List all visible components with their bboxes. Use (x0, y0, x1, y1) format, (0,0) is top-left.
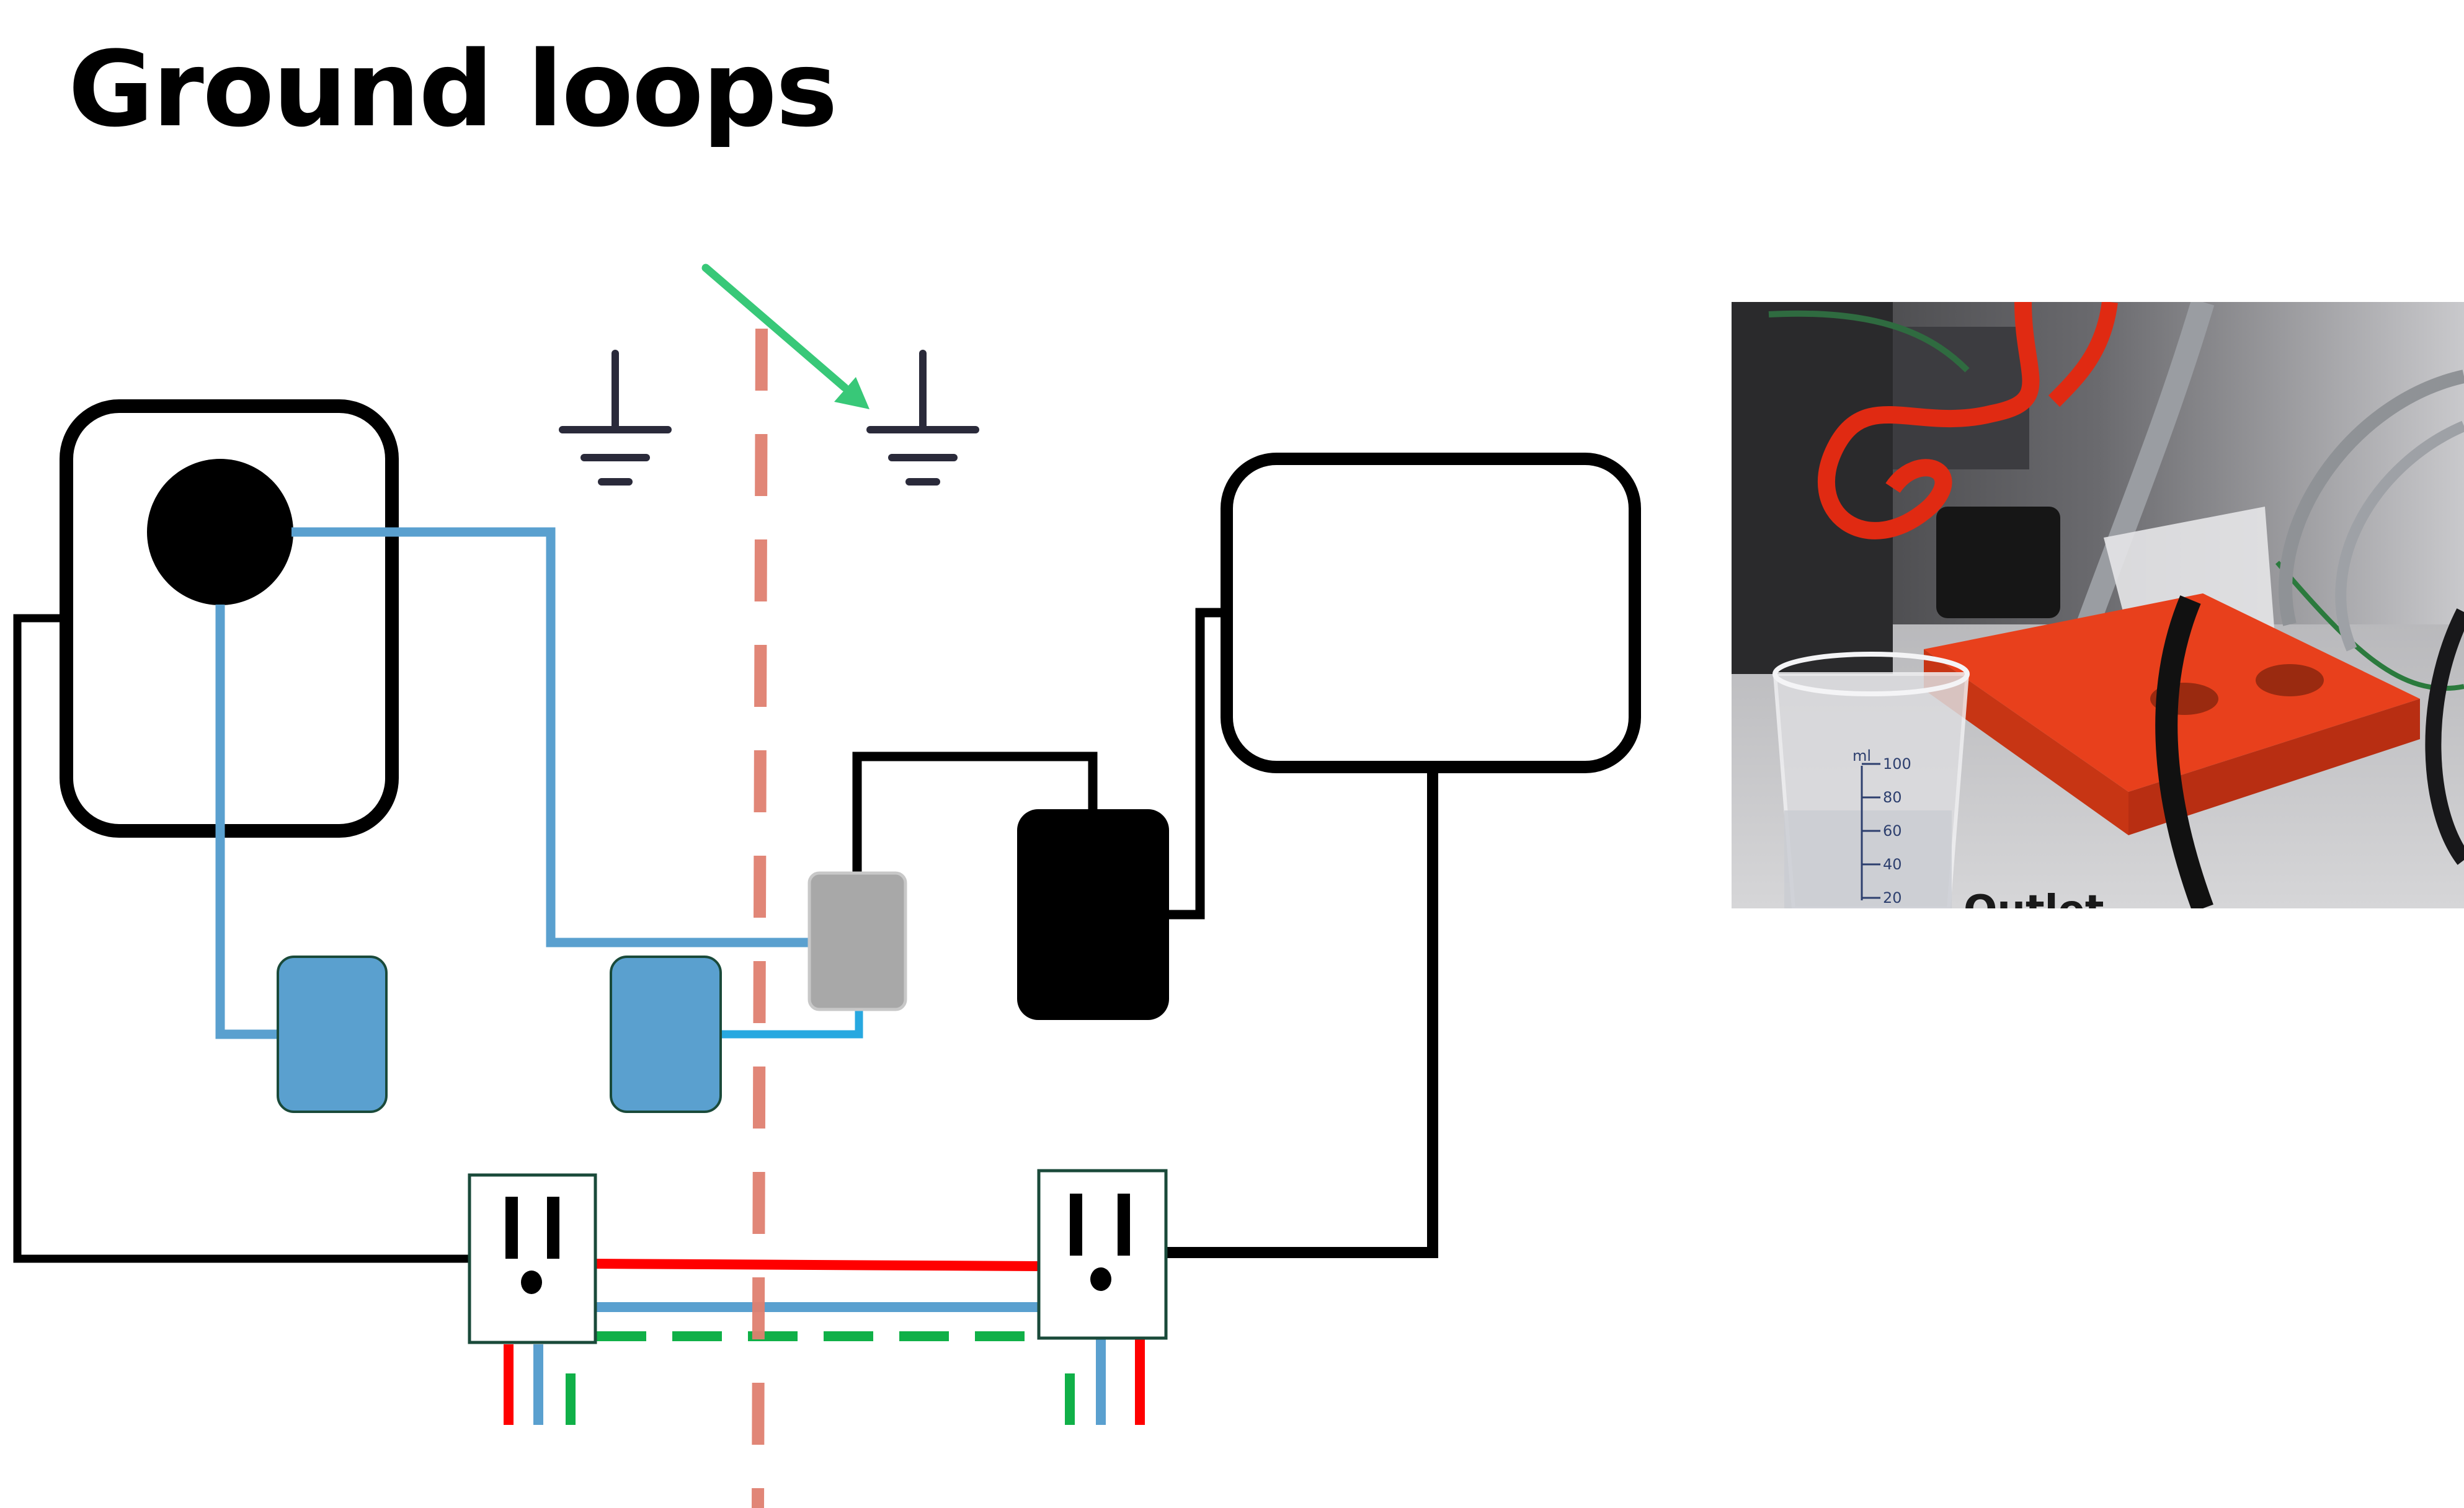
ground-symbol-icon (559, 350, 672, 486)
left-blue-connector (277, 956, 388, 1113)
beaker-mark-label: 40 (1883, 856, 1902, 873)
beaker-mark-label: 20 (1883, 889, 1902, 907)
photo-caption: Outlet (1964, 887, 2104, 908)
hot-wire-between-outlets (595, 1259, 1039, 1271)
signal-cable-adapter-link (721, 1009, 863, 1039)
right-power-cord (1166, 767, 1438, 1258)
beaker-mark-label: 100 (1883, 755, 1911, 773)
beaker-unit-label: ml (1852, 747, 1871, 765)
right-outlet-icon (1037, 1169, 1168, 1340)
beaker-mark-label: 80 (1883, 789, 1902, 806)
gray-adapter (807, 871, 907, 1011)
divider-dashed-line (752, 328, 768, 1508)
adapter-to-power-brick-cable (852, 752, 1098, 874)
beaker-scale: ml 100 80 60 40 20 (1852, 747, 1911, 907)
arrow-icon (701, 264, 870, 409)
signal-cable-upper (291, 527, 809, 947)
beaker: ml 100 80 60 40 20 (1772, 652, 1970, 908)
ground-symbol-icon (866, 350, 979, 486)
middle-blue-connector (610, 956, 722, 1113)
beaker-mark-label: 60 (1883, 822, 1902, 840)
left-outlet-icon (468, 1173, 597, 1344)
signal-source-circle (147, 459, 293, 605)
signal-cable-lower (215, 605, 278, 1039)
left-power-cord (13, 614, 471, 1263)
slide-title: Ground loops (68, 29, 838, 150)
power-brick-to-instrument-cable (1169, 608, 1227, 920)
right-instrument-box (1221, 453, 1641, 773)
power-brick (1017, 809, 1169, 1020)
lab-bench-photo: ml 100 80 60 40 20 Outlet (1732, 302, 2464, 908)
